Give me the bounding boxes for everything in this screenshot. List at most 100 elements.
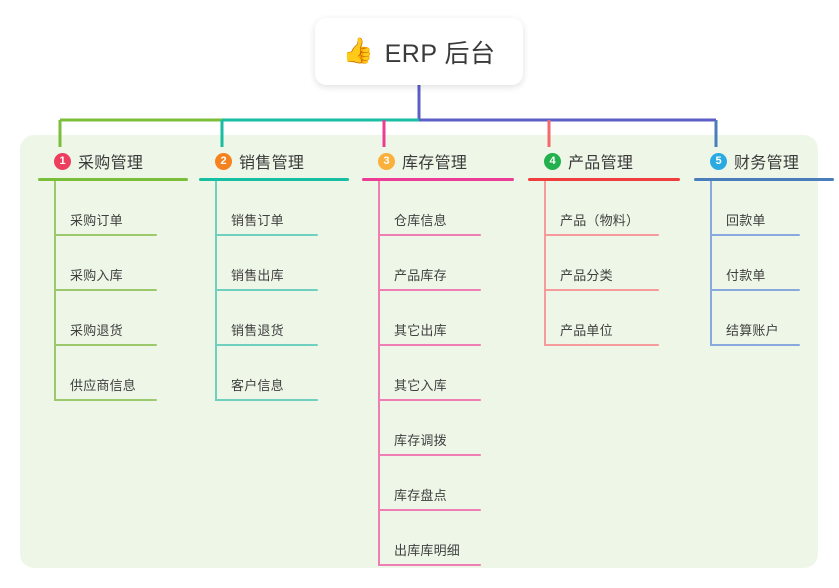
page-title: ERP 后台 (384, 39, 496, 68)
leaf-label: 库存调拨 (394, 433, 447, 448)
leaf-underline (54, 234, 157, 236)
leaf-underline (544, 234, 659, 236)
leaf-label: 供应商信息 (70, 378, 137, 393)
leaf-item[interactable]: 采购退货 (54, 291, 188, 346)
leaf-label: 销售订单 (231, 213, 284, 228)
branch-header-rule (362, 178, 514, 181)
leaf-item[interactable]: 其它入库 (378, 346, 514, 401)
leaf-label: 结算账户 (726, 323, 779, 338)
leaf-item[interactable]: 产品（物料） (544, 181, 680, 236)
leaf-label: 其它出库 (394, 323, 447, 338)
leaf-item[interactable]: 产品单位 (544, 291, 680, 346)
leaf-spine (215, 181, 217, 401)
leaf-label: 产品库存 (394, 268, 447, 283)
leaf-label: 采购入库 (70, 268, 123, 283)
leaf-spine (710, 181, 712, 346)
leaf-label: 采购退货 (70, 323, 123, 338)
leaf-underline (378, 234, 481, 236)
branch-column-销售管理: 2 销售管理销售订单销售出库销售退货客户信息 (199, 147, 349, 401)
leaf-spine (378, 181, 380, 566)
branch-column-采购管理: 1 采购管理采购订单采购入库采购退货供应商信息 (38, 147, 188, 401)
leaf-underline (54, 399, 157, 401)
leaf-label: 仓库信息 (394, 213, 447, 228)
leaf-underline (710, 344, 800, 346)
leaf-label: 销售退货 (231, 323, 284, 338)
leaf-item[interactable]: 出库库明细 (378, 511, 514, 566)
branch-header-财务管理[interactable]: 5 财务管理 (694, 147, 834, 175)
leaf-label: 出库库明细 (394, 543, 461, 558)
leaf-list: 采购订单采购入库采购退货供应商信息 (54, 181, 188, 401)
leaf-label: 回款单 (726, 213, 766, 228)
leaf-label: 销售出库 (231, 268, 284, 283)
leaf-label: 付款单 (726, 268, 766, 283)
leaf-item[interactable]: 销售订单 (215, 181, 349, 236)
leaf-label: 其它入库 (394, 378, 447, 393)
branch-header-rule (694, 178, 834, 181)
branch-header-rule (199, 178, 349, 181)
leaf-underline (378, 454, 481, 456)
leaf-underline (544, 289, 659, 291)
branch-number-badge: 5 (710, 152, 727, 170)
leaf-item[interactable]: 客户信息 (215, 346, 349, 401)
branch-title: 财务管理 (734, 155, 800, 172)
leaf-underline (544, 344, 659, 346)
root-node[interactable]: 👍 ERP 后台 (315, 18, 523, 85)
leaf-list: 销售订单销售出库销售退货客户信息 (215, 181, 349, 401)
leaf-item[interactable]: 销售退货 (215, 291, 349, 346)
leaf-underline (215, 234, 318, 236)
leaf-underline (54, 289, 157, 291)
branch-number-badge: 4 (544, 152, 561, 170)
branch-header-产品管理[interactable]: 4 产品管理 (528, 147, 680, 175)
leaf-underline (54, 344, 157, 346)
diagram-panel (20, 135, 818, 568)
leaf-item[interactable]: 采购入库 (54, 236, 188, 291)
leaf-item[interactable]: 回款单 (710, 181, 834, 236)
leaf-underline (378, 289, 481, 291)
thumbs-up-icon: 👍 (342, 37, 374, 65)
branch-number-badge: 2 (215, 152, 232, 170)
branch-title: 产品管理 (568, 155, 634, 172)
leaf-item[interactable]: 结算账户 (710, 291, 834, 346)
leaf-item[interactable]: 供应商信息 (54, 346, 188, 401)
leaf-label: 产品分类 (560, 268, 613, 283)
leaf-label: 采购订单 (70, 213, 123, 228)
leaf-spine (544, 181, 546, 346)
leaf-underline (215, 344, 318, 346)
leaf-underline (215, 289, 318, 291)
leaf-underline (215, 399, 318, 401)
branch-title: 库存管理 (402, 155, 468, 172)
leaf-list: 回款单付款单结算账户 (710, 181, 834, 346)
leaf-item[interactable]: 产品库存 (378, 236, 514, 291)
leaf-underline (710, 234, 800, 236)
leaf-underline (378, 344, 481, 346)
branch-header-rule (528, 178, 680, 181)
branch-title: 采购管理 (78, 155, 144, 172)
leaf-underline (378, 399, 481, 401)
leaf-item[interactable]: 产品分类 (544, 236, 680, 291)
branch-title: 销售管理 (239, 155, 305, 172)
leaf-item[interactable]: 销售出库 (215, 236, 349, 291)
branch-column-财务管理: 5 财务管理回款单付款单结算账户 (694, 147, 834, 346)
leaf-item[interactable]: 库存盘点 (378, 456, 514, 511)
leaf-item[interactable]: 库存调拨 (378, 401, 514, 456)
branch-header-rule (38, 178, 188, 181)
branch-number-badge: 1 (54, 152, 71, 170)
leaf-item[interactable]: 采购订单 (54, 181, 188, 236)
branch-header-销售管理[interactable]: 2 销售管理 (199, 147, 349, 175)
leaf-label: 产品单位 (560, 323, 613, 338)
leaf-underline (378, 564, 481, 566)
leaf-spine (54, 181, 56, 401)
leaf-item[interactable]: 其它出库 (378, 291, 514, 346)
leaf-item[interactable]: 仓库信息 (378, 181, 514, 236)
leaf-underline (710, 289, 800, 291)
leaf-underline (378, 509, 481, 511)
leaf-list: 产品（物料） 产品分类产品单位 (544, 181, 680, 346)
leaf-label: 产品（物料） (560, 213, 640, 228)
leaf-label: 客户信息 (231, 378, 284, 393)
leaf-label: 库存盘点 (394, 488, 447, 503)
leaf-item[interactable]: 付款单 (710, 236, 834, 291)
branch-header-采购管理[interactable]: 1 采购管理 (38, 147, 188, 175)
